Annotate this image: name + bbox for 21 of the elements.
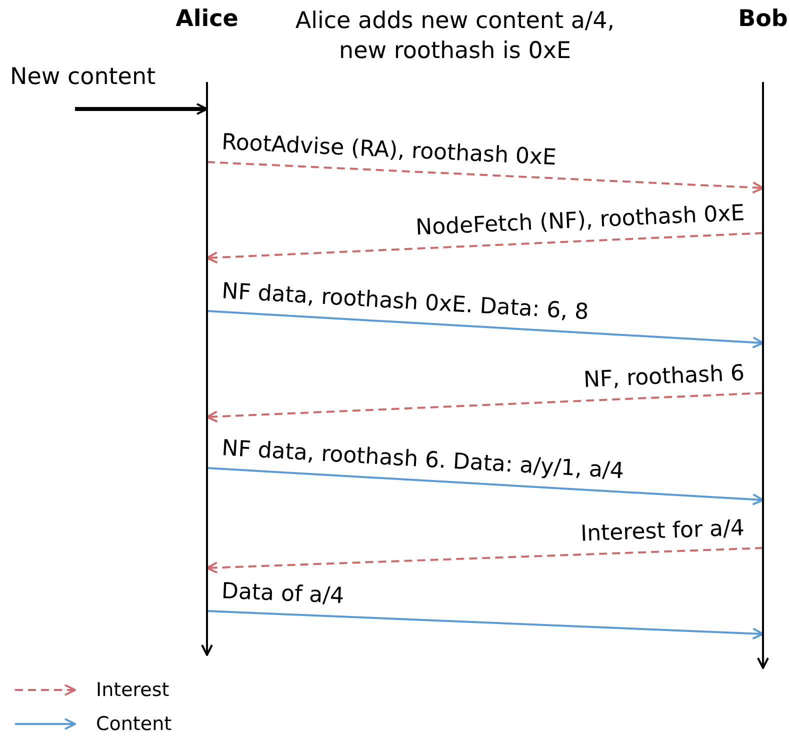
arrow	[206, 232, 764, 264]
edge-label: RootAdvise (RA), roothash 0xE	[221, 130, 557, 172]
input-label: New content	[10, 62, 156, 92]
title: Alice adds new content a/4, new roothash is 0xE	[294, 7, 616, 66]
legend-label: Interest	[96, 678, 170, 703]
arrow	[206, 610, 764, 640]
legend-label: Content	[96, 712, 172, 736]
edge-label: NF data, roothash 6. Data: a/y/1, a/4	[221, 436, 625, 486]
edge-label: Interest for a/4	[580, 516, 745, 548]
arrow	[75, 103, 208, 115]
arrow	[206, 392, 764, 423]
arrow	[206, 161, 764, 194]
edge-label: NF data, roothash 0xE. Data: 6, 8	[221, 279, 590, 326]
edge-label: NF, roothash 6	[583, 361, 745, 394]
participant-name: Bob	[738, 5, 788, 34]
participant-name: Alice	[176, 5, 238, 34]
edge-label: NodeFetch (NF), roothash 0xE	[414, 201, 745, 242]
arrow	[206, 467, 764, 506]
edge-label: Data of a/4	[221, 579, 345, 610]
arrow	[206, 310, 764, 348]
arrow	[206, 547, 764, 574]
